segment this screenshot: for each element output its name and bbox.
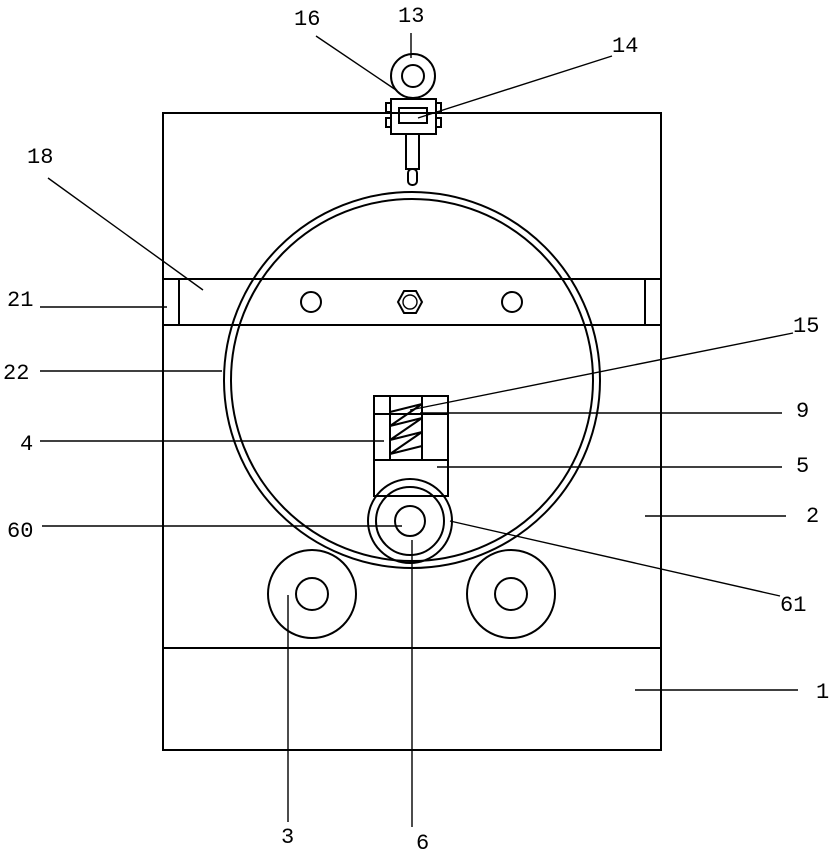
gauge-clip-left-top (386, 103, 391, 112)
gauge-eye-hole (402, 65, 424, 87)
press-block (374, 396, 448, 496)
bolt-hole-left (301, 292, 321, 312)
hex-nut-bore (403, 295, 417, 309)
gauge-probe-tip (408, 169, 417, 185)
ring-outer (224, 192, 600, 568)
label-5: 5 (796, 454, 809, 479)
support-roller-left (268, 550, 356, 638)
label-21: 21 (7, 288, 33, 313)
label-60: 60 (7, 519, 33, 544)
clamp-bar-body (163, 279, 661, 325)
label-3: 3 (281, 825, 294, 850)
label-18: 18 (27, 145, 53, 170)
gauge-clip-right-bottom (436, 118, 441, 127)
press-roller-shaft (395, 506, 425, 536)
label-15: 15 (793, 314, 819, 339)
gauge-window (399, 108, 427, 123)
slider-block (374, 460, 448, 496)
leader-15 (410, 333, 793, 410)
label-9: 9 (796, 399, 809, 424)
support-roller-right (467, 550, 555, 638)
hex-nut (398, 291, 422, 313)
label-2: 2 (806, 504, 819, 529)
press-roller (368, 479, 452, 563)
press-roller-inner (376, 487, 444, 555)
spring-coil (390, 404, 422, 454)
gauge-assembly (386, 54, 441, 185)
bolt-hole-right (502, 292, 522, 312)
leader-61 (450, 521, 780, 596)
label-6: 6 (416, 831, 429, 855)
support-roller-left-shaft (296, 578, 328, 610)
label-13: 13 (398, 4, 424, 29)
gauge-housing (391, 99, 436, 134)
spring-housing (374, 396, 448, 460)
leader-18 (48, 178, 203, 290)
label-22: 22 (3, 361, 29, 386)
label-1: 1 (816, 680, 829, 705)
callout-labels: 16 13 14 18 21 22 15 4 9 5 2 60 61 3 6 1 (3, 4, 829, 855)
gauge-stem (406, 134, 419, 169)
support-roller-right-shaft (495, 578, 527, 610)
leader-16 (316, 36, 396, 90)
leader-14 (418, 56, 612, 118)
press-roller-outer (368, 479, 452, 563)
label-4: 4 (20, 432, 33, 457)
gauge-eye-ring (391, 54, 435, 98)
workpiece-ring (224, 192, 600, 568)
clamp-bar (163, 279, 661, 325)
label-14: 14 (612, 34, 638, 59)
label-16: 16 (294, 7, 320, 32)
label-61: 61 (780, 593, 806, 618)
gauge-clip-left-bottom (386, 118, 391, 127)
